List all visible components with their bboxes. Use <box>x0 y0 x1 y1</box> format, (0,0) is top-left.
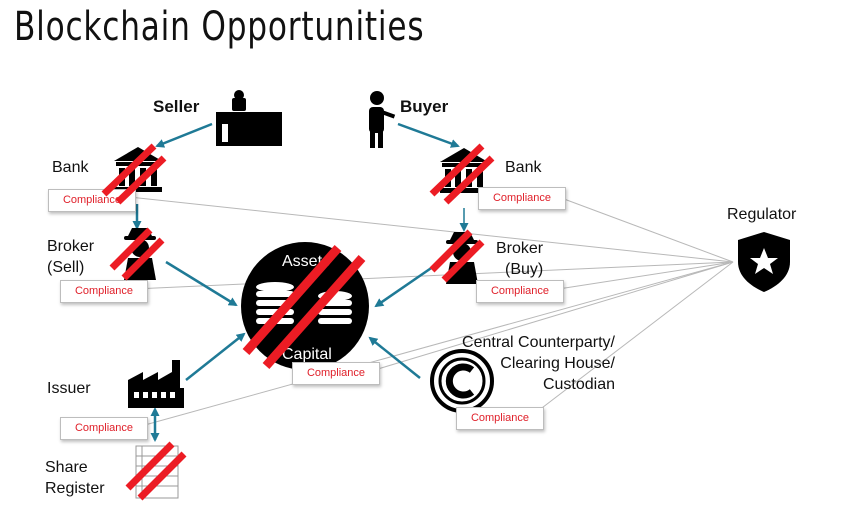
reg-line-issuer <box>133 261 734 429</box>
compliance-box-assets: Compliance <box>292 362 380 385</box>
flow-arrows <box>132 122 469 442</box>
issuer-label: Issuer <box>47 380 91 397</box>
strike-bank-left <box>101 143 167 205</box>
regulator-label: Regulator <box>727 206 797 223</box>
page-title: Blockchain Opportunities <box>14 4 425 50</box>
arrow-buyer-bank <box>397 122 460 148</box>
broker-sell-label-line2: (Sell) <box>47 259 85 276</box>
share-register-label-line2: Register <box>45 480 105 497</box>
strike-share-register <box>125 441 187 501</box>
broker-buy-label-line2: (Buy) <box>505 261 544 278</box>
capital-label: Capital <box>282 346 332 363</box>
compliance-box-broker-buy: Compliance <box>476 280 564 303</box>
strike-broker-sell <box>109 227 165 281</box>
strike-broker-buy <box>429 229 485 283</box>
compliance-box-issuer: Compliance <box>60 417 148 440</box>
buyer-label: Buyer <box>400 97 449 116</box>
bank-right-label: Bank <box>505 159 542 176</box>
arrow-ccp-assets <box>368 336 421 379</box>
share-register-label-line1: Share <box>45 459 88 476</box>
reg-line-broker-sell <box>133 261 734 290</box>
reg-line-bank-left <box>119 195 734 263</box>
ccp-label-line3: Custodian <box>542 376 615 393</box>
reg-line-broker-buy <box>552 261 734 290</box>
regulator-lines <box>119 195 734 429</box>
reg-line-assets <box>368 261 734 372</box>
ccp-label-line1: Central Counterparty/ <box>462 334 615 351</box>
broker-buy-label-line1: Broker <box>496 240 544 257</box>
arrow-seller-bank <box>155 122 213 148</box>
strike-assets <box>242 245 366 369</box>
reg-line-bank-right <box>556 196 734 263</box>
arrow-issuer-assets <box>185 332 246 381</box>
seller-desk-icon <box>216 90 282 146</box>
ccp-label-line2: Clearing House/ <box>500 355 615 372</box>
compliance-box-ccp: Compliance <box>456 407 544 430</box>
arrow-broker-buy-assets <box>374 260 441 308</box>
bank-left-label: Bank <box>52 159 89 176</box>
reg-line-ccp <box>534 261 734 414</box>
factory-icon <box>128 360 184 408</box>
seller-label: Seller <box>153 97 200 116</box>
buyer-person-icon <box>369 91 396 148</box>
compliance-box-bank-left: Compliance <box>48 189 136 212</box>
broker-sell-label-line1: Broker <box>47 238 95 255</box>
arrow-broker-sell-assets <box>165 260 238 307</box>
compliance-box-broker-sell: Compliance <box>60 280 148 303</box>
compliance-box-bank-right: Compliance <box>478 187 566 210</box>
strike-bank-right <box>429 143 495 205</box>
regulator-badge-icon <box>738 232 790 292</box>
